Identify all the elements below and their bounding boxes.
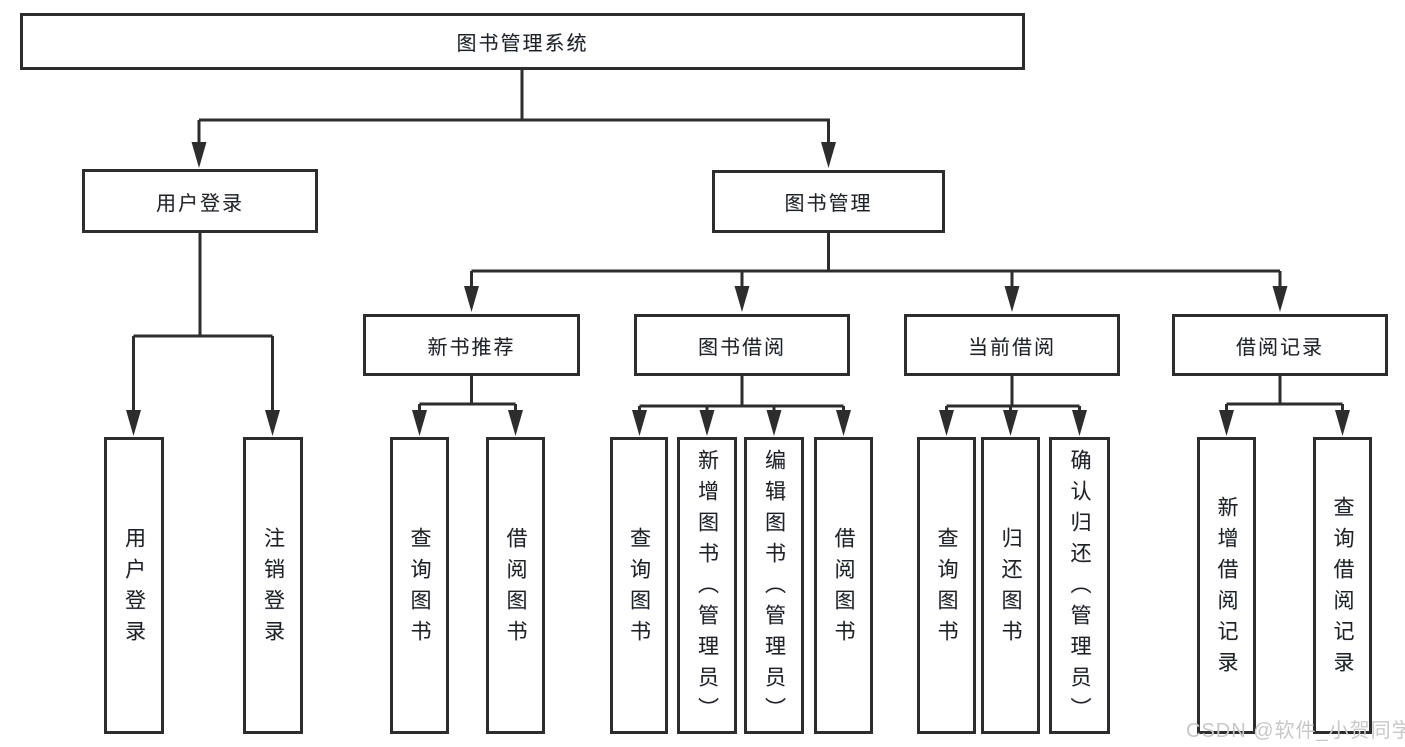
- node-leaf-borrow-edit-admin: 编辑图书（管理员）: [744, 437, 804, 734]
- connector-borrow-record-branch: [1219, 376, 1350, 436]
- connector-book-mgmt-to-level3: [464, 233, 1288, 312]
- node-leaf-current-query: 查询图书: [917, 437, 976, 734]
- node-leaf-newbook-query: 查询图书: [390, 437, 449, 734]
- node-leaf-current-return: 归还图书: [981, 437, 1040, 734]
- node-current-borrow: 当前借阅: [904, 314, 1120, 376]
- node-root-system: 图书管理系统: [20, 13, 1025, 70]
- node-leaf-newbook-borrow: 借阅图书: [486, 437, 545, 734]
- node-user-login-module: 用户登录: [82, 169, 318, 233]
- node-book-borrow: 图书借阅: [634, 314, 850, 376]
- node-leaf-borrow-book: 借阅图书: [814, 437, 873, 734]
- node-leaf-borrow-query: 查询图书: [610, 437, 668, 734]
- connector-root-to-level2: [191, 70, 836, 168]
- connector-current-borrow-branch: [939, 376, 1087, 436]
- connector-user-login-branch: [126, 233, 280, 436]
- connector-book-borrow-branch: [632, 376, 851, 436]
- node-leaf-borrow-add-admin: 新增图书（管理员）: [677, 437, 737, 734]
- node-new-book-recommend: 新书推荐: [363, 314, 580, 376]
- node-leaf-record-add: 新增借阅记录: [1197, 437, 1256, 734]
- csdn-watermark: CSDN @软件_小贺同学: [1186, 720, 1405, 742]
- node-leaf-record-query: 查询借阅记录: [1313, 437, 1372, 734]
- node-book-management-module: 图书管理: [712, 170, 945, 233]
- connector-new-book-branch: [412, 376, 523, 436]
- node-leaf-current-confirm-admin: 确认归还（管理员）: [1049, 437, 1110, 734]
- node-leaf-user-login: 用户登录: [104, 437, 164, 734]
- node-borrow-record: 借阅记录: [1172, 314, 1388, 376]
- node-leaf-logout: 注销登录: [243, 437, 303, 734]
